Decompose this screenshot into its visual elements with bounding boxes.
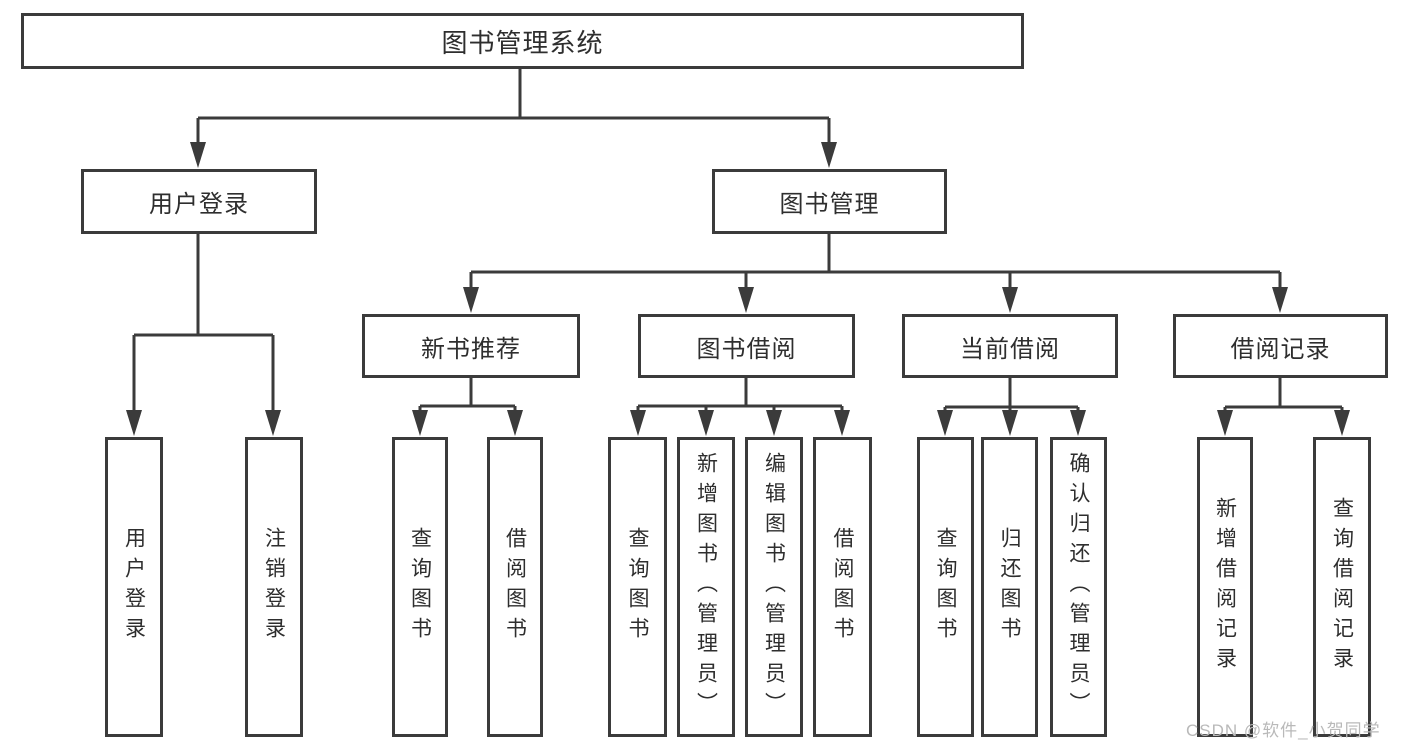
connector-current-borrow-to-leaves bbox=[937, 378, 1086, 436]
node-label: 确认归还（管理员） bbox=[1067, 452, 1090, 722]
leaf-add-books-admin: 新增图书（管理员） bbox=[677, 437, 735, 737]
node-label: 图书管理 bbox=[779, 191, 880, 218]
node-label: 编辑图书（管理员） bbox=[762, 452, 786, 722]
node-book-management: 图书管理 bbox=[712, 169, 947, 234]
node-label: 借阅记录 bbox=[1230, 335, 1331, 363]
connector-root-to-level2 bbox=[190, 69, 837, 168]
node-label: 用户登录 bbox=[149, 191, 249, 218]
node-label: 图书借阅 bbox=[696, 335, 797, 363]
node-label: 新增借阅记录 bbox=[1213, 497, 1237, 677]
leaf-query-books: 查询图书 bbox=[392, 437, 448, 737]
node-label: 查询图书 bbox=[408, 527, 432, 647]
node-user-login: 用户登录 bbox=[81, 169, 317, 234]
connector-new-book-to-leaves bbox=[412, 378, 523, 436]
leaf-query-books: 查询图书 bbox=[917, 437, 974, 737]
node-label: 查询图书 bbox=[626, 527, 649, 647]
leaf-add-borrow-record: 新增借阅记录 bbox=[1197, 437, 1253, 737]
leaf-user-login: 用户登录 bbox=[105, 437, 163, 737]
leaf-edit-books-admin: 编辑图书（管理员） bbox=[745, 437, 803, 737]
leaf-logout: 注销登录 bbox=[245, 437, 303, 737]
node-book-borrow: 图书借阅 bbox=[638, 314, 855, 378]
connector-borrow-records-to-leaves bbox=[1217, 378, 1350, 436]
node-new-book-recommend: 新书推荐 bbox=[362, 314, 580, 378]
connector-book-borrow-to-leaves bbox=[630, 378, 850, 436]
connector-user-login-to-leaves bbox=[126, 233, 281, 436]
node-label: 借阅图书 bbox=[503, 527, 527, 647]
leaf-borrow-books: 借阅图书 bbox=[813, 437, 872, 737]
csdn-watermark: CSDN @软件_小贺同学 bbox=[1186, 721, 1381, 740]
node-library-system: 图书管理系统 bbox=[21, 13, 1024, 69]
node-label: 新增图书（管理员） bbox=[694, 452, 718, 722]
node-label: 借阅图书 bbox=[831, 527, 854, 647]
node-current-borrow: 当前借阅 bbox=[902, 314, 1118, 378]
leaf-borrow-books: 借阅图书 bbox=[487, 437, 543, 737]
leaf-confirm-return-admin: 确认归还（管理员） bbox=[1050, 437, 1107, 737]
node-label: 归还图书 bbox=[998, 527, 1021, 647]
node-label: 注销登录 bbox=[262, 527, 286, 647]
connector-book-management-to-level3 bbox=[463, 233, 1288, 313]
leaf-return-books: 归还图书 bbox=[981, 437, 1038, 737]
leaf-query-borrow-record: 查询借阅记录 bbox=[1313, 437, 1371, 737]
node-label: 查询借阅记录 bbox=[1330, 497, 1354, 677]
node-label: 新书推荐 bbox=[421, 335, 521, 363]
node-label: 查询图书 bbox=[934, 527, 957, 647]
node-label: 当前借阅 bbox=[960, 335, 1060, 363]
node-label: 用户登录 bbox=[122, 527, 146, 647]
node-borrow-records: 借阅记录 bbox=[1173, 314, 1388, 378]
leaf-query-books: 查询图书 bbox=[608, 437, 667, 737]
node-label: 图书管理系统 bbox=[441, 27, 604, 58]
